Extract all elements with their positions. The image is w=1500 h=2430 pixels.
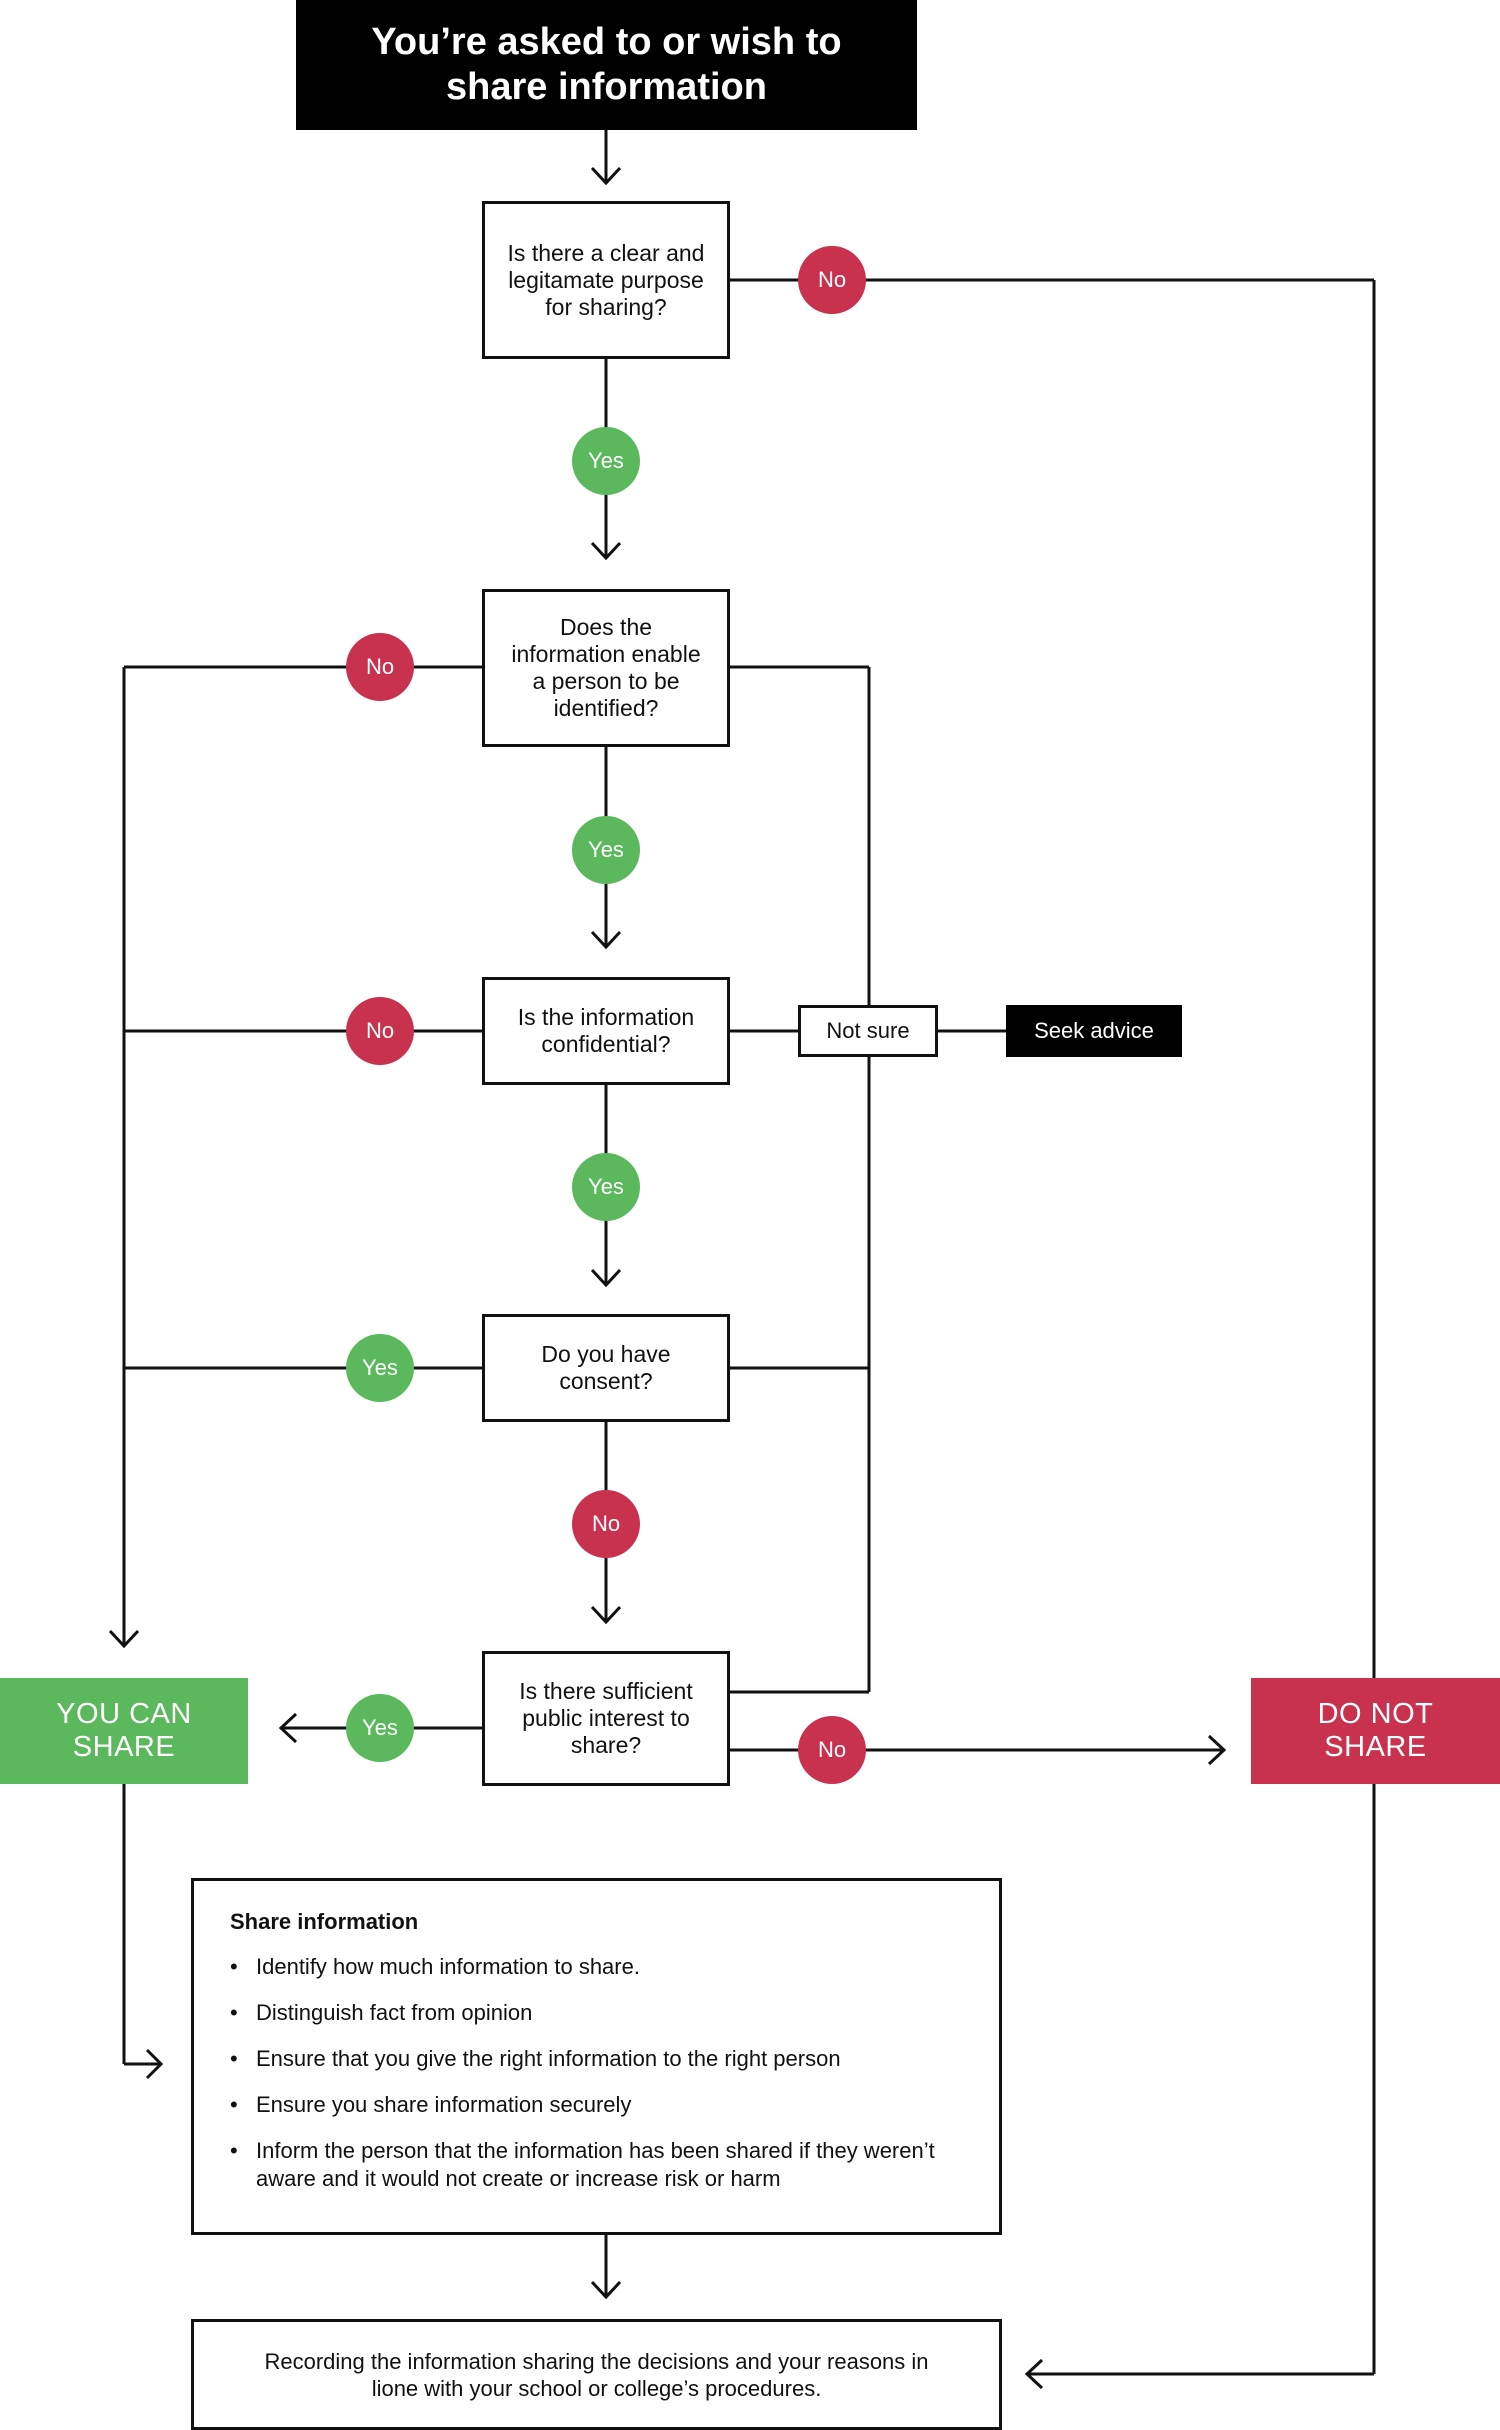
question-confidential-text: Is the information confidential?	[517, 1004, 695, 1057]
yes-badge-consent: Yes	[346, 1334, 414, 1402]
list-item: Distinguish fact from opinion	[230, 1999, 963, 2027]
list-item: Ensure that you give the right informati…	[230, 2045, 963, 2073]
question-consent-text: Do you have consent?	[541, 1341, 671, 1394]
yes-badge-identifiable: Yes	[572, 816, 640, 884]
question-confidential: Is the information confidential?	[482, 977, 730, 1085]
no-badge-identifiable: No	[346, 633, 414, 701]
outcome-you-can-share: YOU CAN SHARE	[0, 1678, 248, 1784]
recording-procedures-box: Recording the information sharing the de…	[191, 2319, 1002, 2430]
not-sure-label: Not sure	[798, 1005, 938, 1057]
start-banner-text: You’re asked to or wish to share informa…	[371, 21, 842, 108]
question-consent: Do you have consent?	[482, 1314, 730, 1422]
question-public-interest-text: Is there sufficient public interest to s…	[519, 1678, 693, 1758]
list-item: Identify how much information to share.	[230, 1953, 963, 1981]
list-item: Ensure you share information securely	[230, 2091, 963, 2119]
list-item: Inform the person that the information h…	[230, 2137, 963, 2193]
question-legitimate-purpose-text: Is there a clear and legitamate purpose …	[507, 239, 705, 320]
question-legitimate-purpose: Is there a clear and legitamate purpose …	[482, 201, 730, 359]
yes-badge-purpose: Yes	[572, 427, 640, 495]
no-badge-confidential: No	[346, 997, 414, 1065]
no-badge-public-interest: No	[798, 1716, 866, 1784]
yes-badge-confidential: Yes	[572, 1153, 640, 1221]
start-banner: You’re asked to or wish to share informa…	[296, 0, 917, 130]
question-identifiable-text: Does the information enable a person to …	[511, 614, 701, 721]
no-badge-purpose: No	[798, 246, 866, 314]
question-identifiable: Does the information enable a person to …	[482, 589, 730, 747]
yes-badge-public-interest: Yes	[346, 1694, 414, 1762]
outcome-do-not-share: DO NOT SHARE	[1251, 1678, 1500, 1784]
outcome-you-can-share-text: YOU CAN SHARE	[56, 1698, 192, 1763]
share-information-list: Identify how much information to share. …	[230, 1953, 963, 2193]
seek-advice-label: Seek advice	[1006, 1005, 1182, 1057]
recording-procedures-text: Recording the information sharing the de…	[264, 2348, 929, 2401]
outcome-do-not-share-text: DO NOT SHARE	[1317, 1698, 1434, 1763]
no-badge-consent: No	[572, 1490, 640, 1558]
share-information-panel: Share information Identify how much info…	[191, 1878, 1002, 2235]
share-information-heading: Share information	[230, 1909, 419, 1934]
question-public-interest: Is there sufficient public interest to s…	[482, 1651, 730, 1786]
